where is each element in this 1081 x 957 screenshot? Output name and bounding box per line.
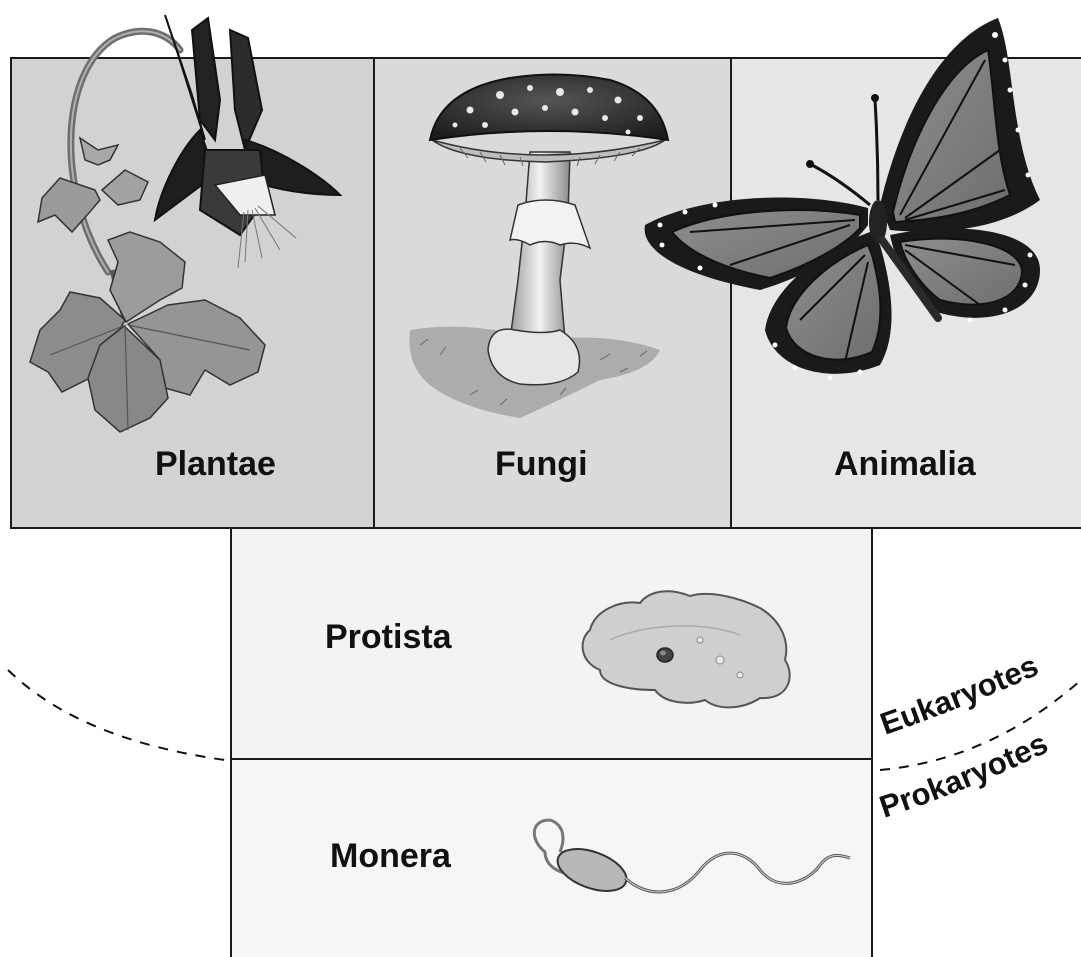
- eukaryote-prokaryote-divider-left: [8, 670, 225, 760]
- eukaryotes-label: Eukaryotes: [876, 648, 1044, 742]
- monera-panel: [231, 759, 872, 957]
- protista-label: Protista: [325, 618, 453, 656]
- prokaryotes-label: Prokaryotes: [875, 725, 1053, 824]
- monera-label: Monera: [330, 837, 452, 875]
- fungi-label: Fungi: [495, 445, 588, 483]
- plantae-label: Plantae: [155, 445, 276, 483]
- animalia-label: Animalia: [834, 445, 977, 483]
